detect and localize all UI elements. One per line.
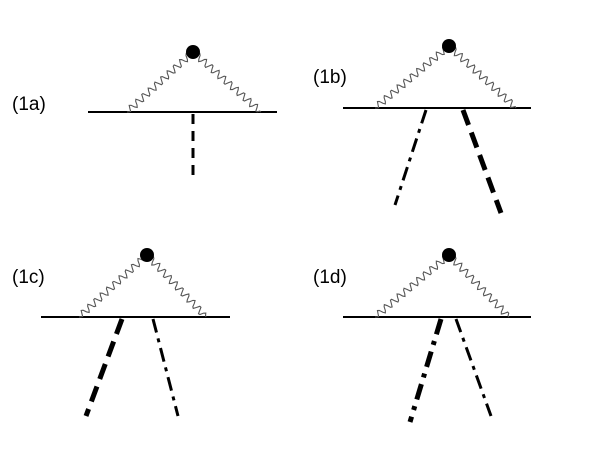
panel-label-1d: (1d) (313, 267, 347, 288)
external-line-1d-1 (407, 318, 444, 423)
photon-left-1b (374, 45, 450, 109)
vertex-dot-1d (442, 248, 456, 262)
external-line-1b-2 (460, 109, 504, 214)
photon-right-1b (448, 45, 517, 109)
panel-label-1b: (1b) (313, 67, 347, 88)
photon-right-1a (192, 51, 262, 113)
external-line-1c-2 (151, 318, 180, 417)
photon-right-1c (146, 254, 207, 318)
photon-right-1d (448, 254, 510, 318)
vertex-dot-1b (442, 39, 456, 53)
photon-left-1a (126, 51, 194, 113)
external-line-1b-1 (393, 109, 428, 206)
panel-1b: (1b) (313, 39, 531, 214)
panel-label-1c: (1c) (12, 267, 45, 288)
external-line-1c-1 (83, 318, 125, 417)
panel-1c: (1c) (12, 248, 230, 417)
vertex-dot-1a (186, 45, 200, 59)
panel-1d: (1d) (313, 248, 531, 423)
panel-label-1a: (1a) (12, 94, 46, 115)
photon-left-1d (374, 254, 450, 318)
photon-left-1c (78, 254, 148, 318)
panel-1a: (1a) (12, 45, 277, 182)
external-line-1d-2 (454, 318, 493, 417)
vertex-dot-1c (140, 248, 154, 262)
